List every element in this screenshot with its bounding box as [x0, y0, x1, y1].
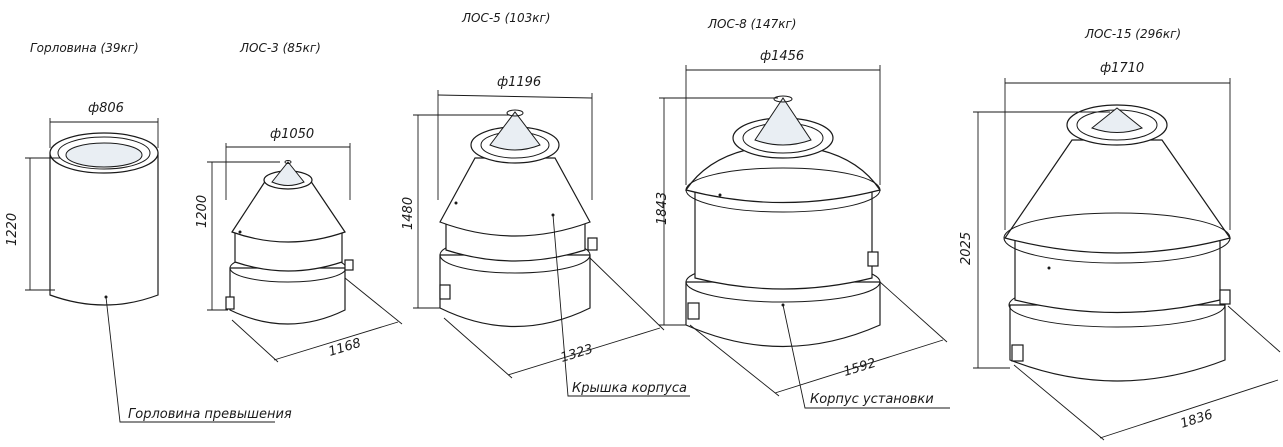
dim-height-los8: 1843	[655, 192, 670, 225]
gorlovina-cylinder	[49, 152, 159, 306]
dim-depth-los3: 1168	[327, 336, 363, 360]
dim-diameter-gorlovina: ф806	[88, 101, 124, 116]
unit-title-gorlovina: Горловина (39кг)	[30, 41, 139, 55]
dim-depth-los8: 1592	[842, 356, 878, 380]
unit-los8: ЛОС-8 (147кг) ф1456 1843 1592	[655, 17, 950, 409]
dim-height-los3: 1200	[195, 195, 210, 228]
dim-diameter-los5: ф1196	[497, 75, 541, 90]
unit-title-los8: ЛОС-8 (147кг)	[707, 17, 796, 31]
unit-gorlovina: Горловина (39кг) ф806 1220 Горловина пре…	[5, 41, 292, 423]
callout-body: Корпус установки	[810, 392, 934, 407]
dim-diameter-los8: ф1456	[760, 49, 804, 64]
dim-diameter-los3: ф1050	[270, 127, 314, 142]
dim-height-gorlovina: 1220	[5, 213, 20, 246]
unit-los15: ЛОС-15 (296кг) ф1710 2025 1836	[959, 27, 1281, 441]
dim-diameter-los15: ф1710	[1100, 61, 1144, 76]
unit-title-los3: ЛОС-3 (85кг)	[239, 41, 321, 55]
unit-title-los5: ЛОС-5 (103кг)	[461, 11, 550, 25]
unit-los3: ЛОС-3 (85кг) ф1050 1200 1168	[195, 41, 403, 363]
dim-height-los15: 2025	[959, 232, 974, 265]
callout-neck: Горловина превышения	[128, 407, 292, 422]
unit-title-los15: ЛОС-15 (296кг)	[1084, 27, 1181, 41]
unit-los5: ЛОС-5 (103кг) ф1196 1480 1323 Крыш	[401, 11, 690, 397]
dim-height-los5: 1480	[401, 197, 416, 230]
callout-lid: Крышка корпуса	[572, 381, 687, 396]
